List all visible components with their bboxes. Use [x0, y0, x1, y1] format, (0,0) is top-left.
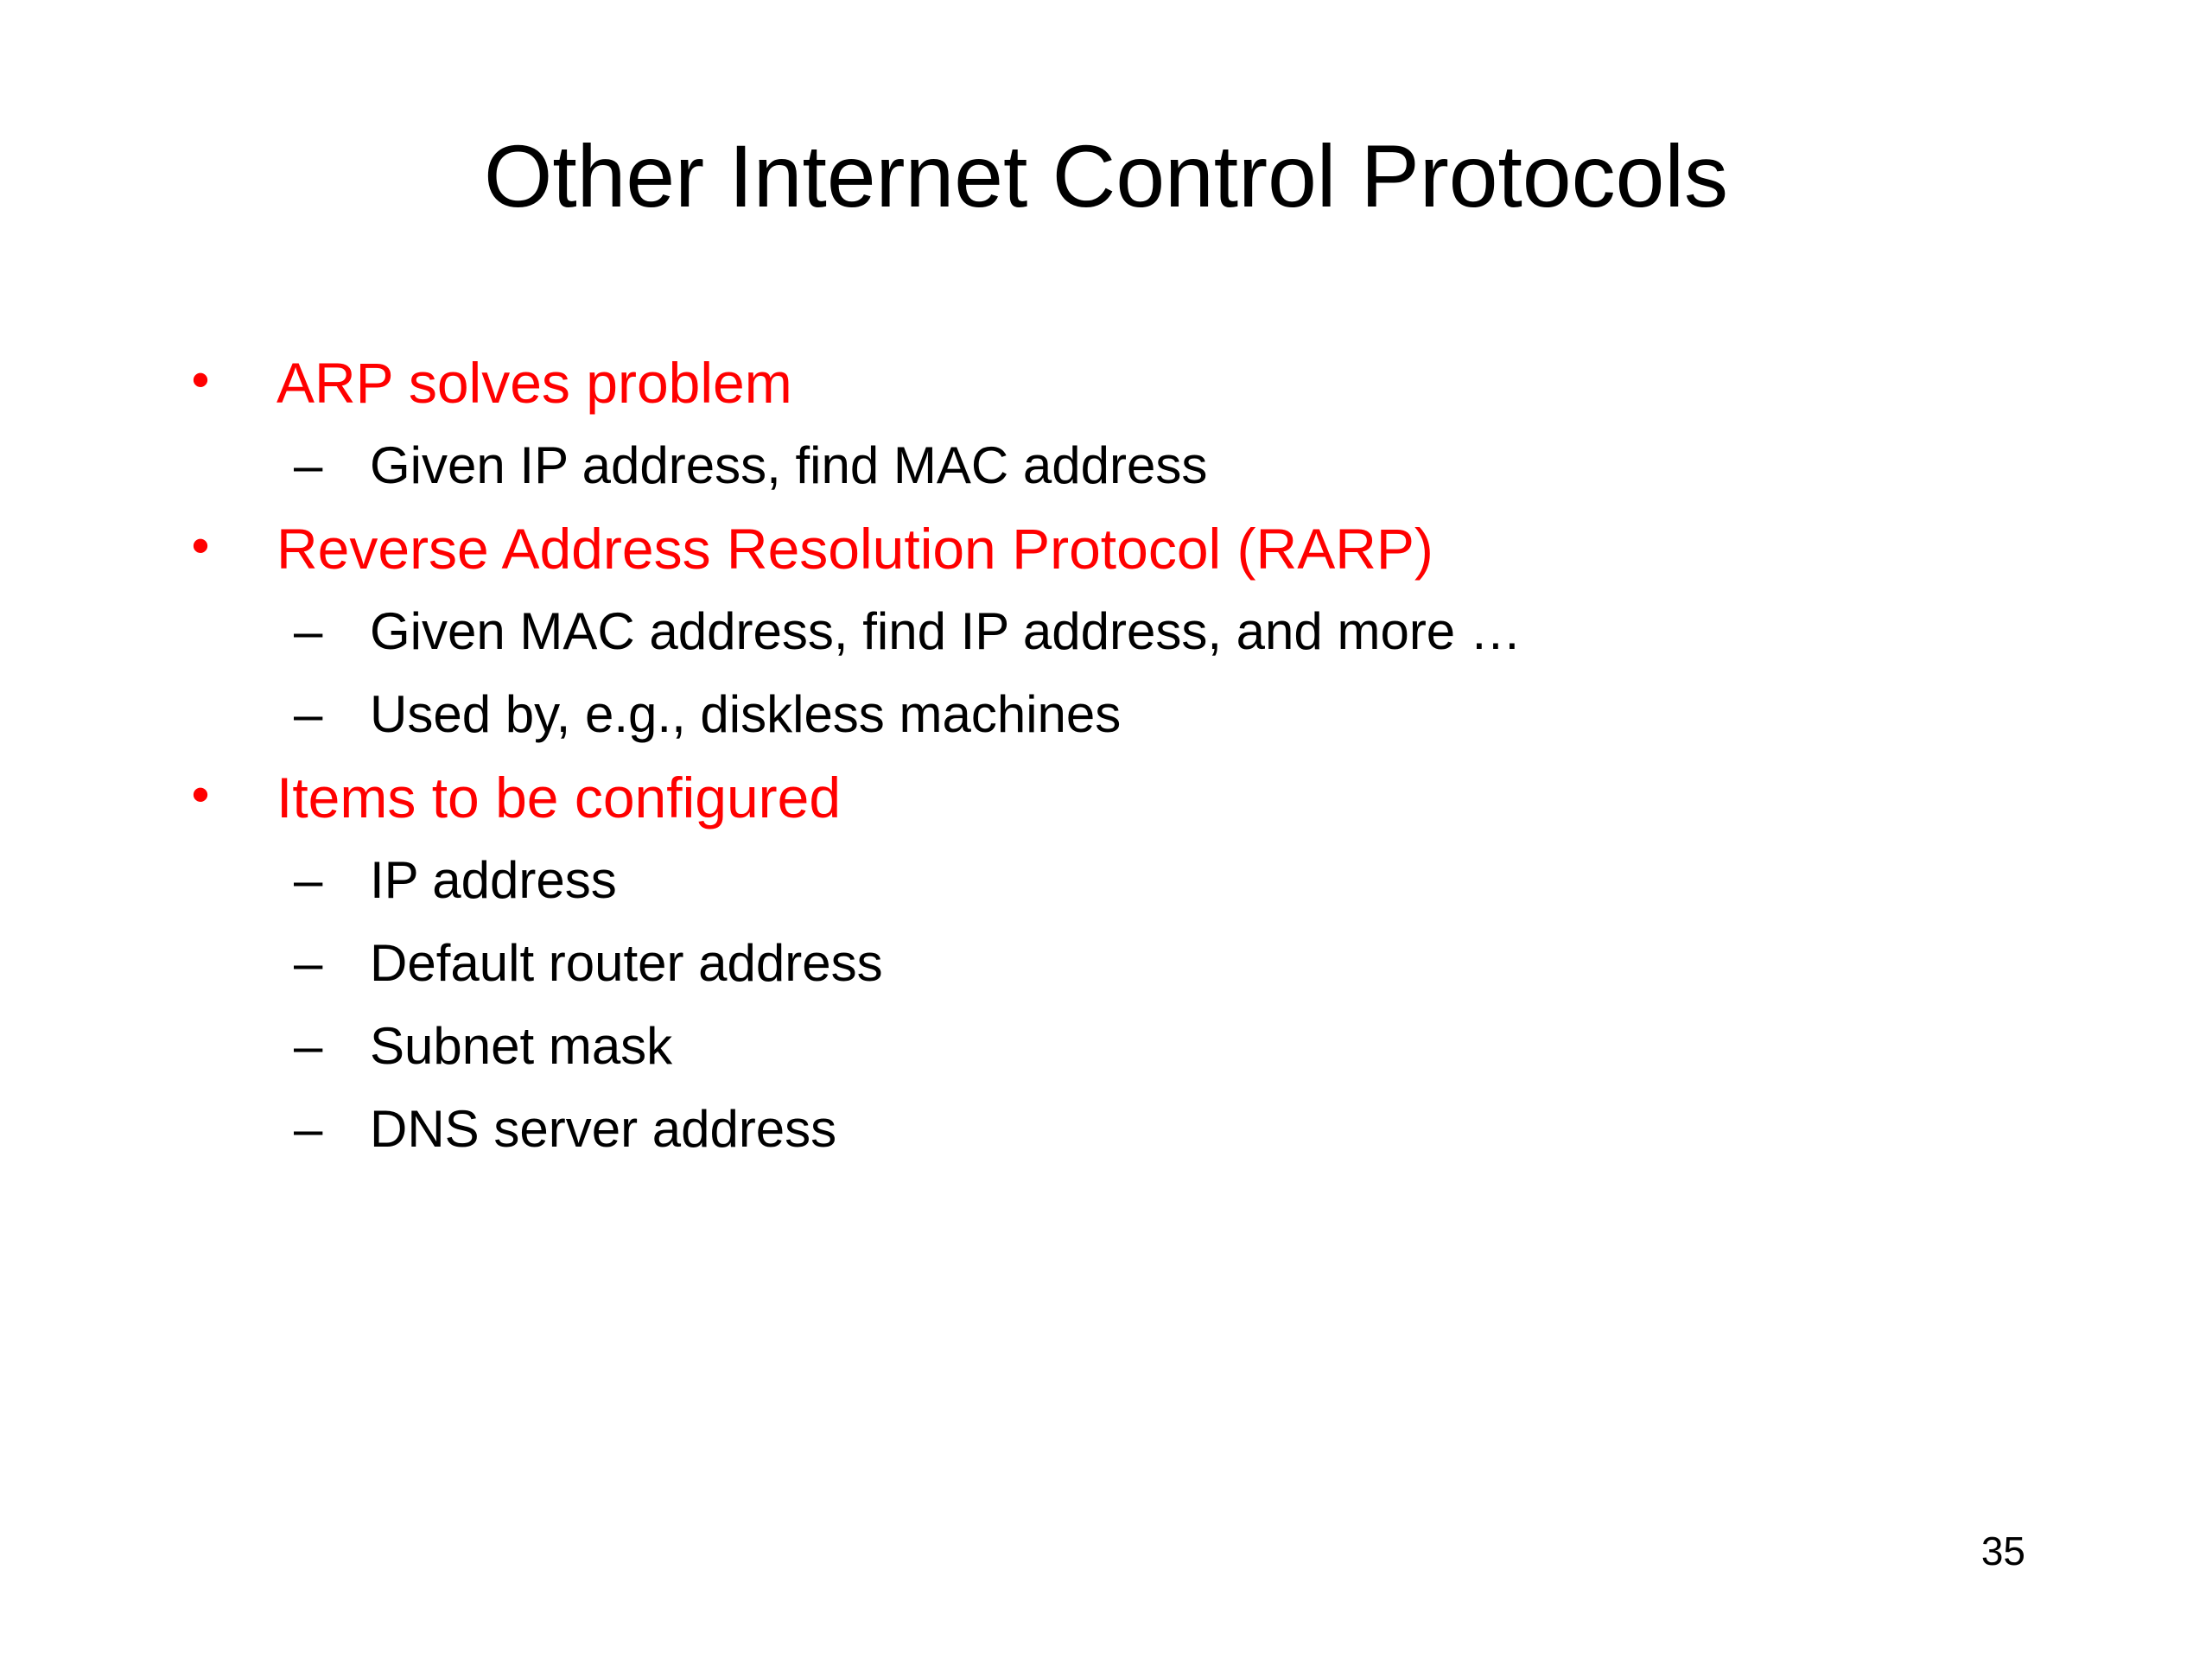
sub-bullet-item: – DNS server address — [0, 1088, 2212, 1171]
sub-bullet-label: Used by, e.g., diskless machines — [370, 685, 1122, 743]
bullet-list: • ARP solves problem – Given IP address,… — [0, 341, 2212, 1171]
sub-bullet-item: – Subnet mask — [0, 1005, 2212, 1088]
sub-bullet-item: – Given IP address, find MAC address — [0, 424, 2212, 507]
sub-bullet-label: DNS server address — [370, 1100, 837, 1158]
sub-bullet-label: Given IP address, find MAC address — [370, 436, 1208, 494]
bullet-dot-icon: • — [191, 351, 210, 409]
sub-bullet-label: Subnet mask — [370, 1017, 673, 1075]
dash-icon: – — [294, 1100, 323, 1158]
dash-icon: – — [294, 436, 323, 494]
dash-icon: – — [294, 685, 323, 743]
dash-icon: – — [294, 934, 323, 992]
bullet-label: Reverse Address Resolution Protocol (RAR… — [276, 517, 1433, 581]
sub-bullet-item: – IP address — [0, 839, 2212, 922]
sub-bullet-item: – Default router address — [0, 922, 2212, 1005]
bullet-dot-icon: • — [191, 766, 210, 823]
bullet-item: • ARP solves problem — [0, 341, 2212, 424]
bullet-item: • Reverse Address Resolution Protocol (R… — [0, 507, 2212, 590]
page-number: 35 — [1980, 1529, 2025, 1573]
sub-bullet-label: IP address — [370, 851, 617, 909]
sub-bullet-item: – Given MAC address, find IP address, an… — [0, 590, 2212, 673]
bullet-label: Items to be configured — [276, 766, 842, 830]
sub-bullet-item: – Used by, e.g., diskless machines — [0, 673, 2212, 756]
dash-icon: – — [294, 851, 323, 909]
slide-title: Other Internet Control Protocols — [483, 127, 1728, 226]
sub-bullet-label: Default router address — [370, 934, 883, 992]
sub-bullet-label: Given MAC address, find IP address, and … — [370, 602, 1522, 660]
dash-icon: – — [294, 602, 323, 660]
bullet-dot-icon: • — [191, 517, 210, 575]
bullet-item: • Items to be configured — [0, 756, 2212, 839]
bullet-label: ARP solves problem — [276, 351, 792, 415]
dash-icon: – — [294, 1017, 323, 1075]
